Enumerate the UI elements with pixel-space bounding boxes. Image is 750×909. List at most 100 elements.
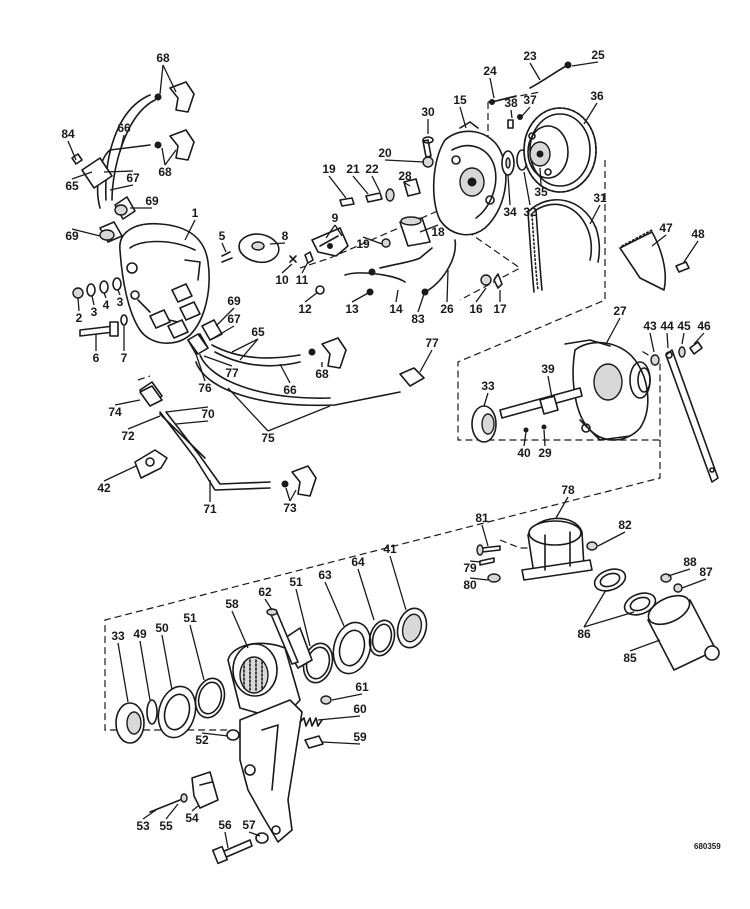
housing-78 — [521, 517, 593, 581]
distributor-shaft — [499, 387, 583, 419]
leader-line-5 — [221, 242, 227, 253]
leader-line-69 — [215, 307, 235, 327]
callout-label-87: 87 — [699, 565, 713, 579]
leader-line-51 — [295, 588, 311, 647]
spark-plug-wires-lower — [134, 337, 425, 497]
callout-label-62: 62 — [258, 585, 272, 599]
leader-line-21 — [352, 175, 369, 195]
callout-label-7: 7 — [121, 351, 128, 365]
cylinder-85 — [647, 594, 720, 671]
leader-line-85 — [629, 639, 661, 652]
spring-60 — [299, 717, 323, 727]
callout-label-80: 80 — [463, 578, 477, 592]
leader-line-66 — [279, 363, 291, 384]
small-parts-40-29 — [523, 424, 547, 433]
leader-line-63 — [324, 581, 345, 627]
callout-label-13: 13 — [345, 302, 359, 316]
callout-label-8: 8 — [282, 229, 289, 243]
ring-49 — [146, 699, 158, 725]
leader-line-47 — [651, 234, 667, 247]
fasteners-87-88 — [660, 573, 683, 593]
distributor-housing — [564, 339, 651, 441]
callout-label-78: 78 — [561, 483, 575, 497]
callout-label-58: 58 — [225, 597, 239, 611]
diagram-code: 680359 — [694, 842, 721, 851]
leader-line-25 — [571, 61, 599, 67]
leader-line-74 — [114, 399, 141, 406]
callout-label-51: 51 — [289, 575, 303, 589]
leader-line-67 — [209, 325, 235, 341]
callout-label-53: 53 — [136, 819, 150, 833]
small-parts-10-11-12 — [289, 251, 325, 295]
leader-line-67 — [109, 184, 134, 191]
leader-line-52 — [201, 732, 229, 737]
callout-label-48: 48 — [691, 227, 705, 241]
callout-label-60: 60 — [353, 702, 367, 716]
leader-line-67 — [103, 170, 134, 173]
rod-70 — [159, 413, 206, 459]
callout-label-38: 38 — [504, 96, 518, 110]
callout-label-59: 59 — [353, 730, 367, 744]
screws-upper-center — [339, 136, 434, 248]
leader-line-64 — [357, 568, 375, 621]
callout-label-79: 79 — [463, 561, 477, 575]
nut-57 — [255, 832, 269, 844]
callout-label-37: 37 — [523, 93, 537, 107]
bolt-56 — [211, 839, 253, 865]
leader-line-26 — [446, 269, 449, 303]
leader-line-82 — [597, 531, 626, 547]
leader-line-4 — [103, 292, 107, 299]
callout-label-67: 67 — [227, 312, 241, 326]
leader-line-11 — [301, 261, 309, 274]
callout-label-35: 35 — [534, 185, 548, 199]
leader-line-57 — [248, 831, 261, 837]
leader-lines — [67, 61, 707, 849]
callout-label-55: 55 — [159, 819, 173, 833]
callout-label-30: 30 — [421, 105, 435, 119]
spark-plug-boot-69-upper — [114, 196, 136, 220]
leader-line-68 — [159, 64, 164, 95]
callout-label-86: 86 — [577, 627, 591, 641]
leader-line-79 — [469, 560, 481, 563]
callout-label-69: 69 — [227, 294, 241, 308]
callout-label-44: 44 — [660, 319, 674, 333]
callout-label-15: 15 — [453, 93, 467, 107]
leader-line-9 — [334, 224, 343, 237]
distributor-cap — [119, 223, 210, 344]
callout-label-39: 39 — [541, 362, 555, 376]
leader-line-72 — [127, 415, 161, 430]
callout-label-2: 2 — [76, 311, 83, 325]
callout-label-83: 83 — [411, 312, 425, 326]
leader-line-48 — [683, 240, 699, 263]
screw-53 — [149, 793, 188, 813]
callout-label-34: 34 — [503, 205, 517, 219]
callout-label-36: 36 — [590, 89, 604, 103]
leader-line-77 — [419, 349, 433, 373]
leader-line-59 — [321, 741, 361, 745]
leader-line-22 — [371, 175, 381, 193]
leader-line-77 — [203, 355, 233, 367]
callout-label-64: 64 — [351, 555, 365, 569]
washer-52 — [226, 729, 240, 741]
plunger-59 — [304, 735, 324, 749]
leader-line-65 — [239, 338, 259, 361]
seal-50 — [157, 685, 197, 739]
leader-line-23 — [529, 62, 541, 81]
callout-label-66: 66 — [117, 121, 131, 135]
callout-label-51: 51 — [183, 611, 197, 625]
leader-line-3 — [117, 289, 121, 296]
tiller-bracket — [227, 627, 313, 721]
callout-label-68: 68 — [158, 165, 172, 179]
leader-line-33 — [117, 642, 129, 703]
leader-line-81 — [481, 524, 489, 547]
callout-label-50: 50 — [155, 621, 169, 635]
callout-label-29: 29 — [538, 446, 552, 460]
leader-line-20 — [384, 159, 425, 163]
callout-label-14: 14 — [389, 302, 403, 316]
callout-label-84: 84 — [61, 127, 75, 141]
leader-line-19 — [362, 236, 383, 245]
leader-line-19 — [328, 175, 347, 199]
callout-label-49: 49 — [133, 627, 147, 641]
callout-label-21: 21 — [346, 162, 360, 176]
